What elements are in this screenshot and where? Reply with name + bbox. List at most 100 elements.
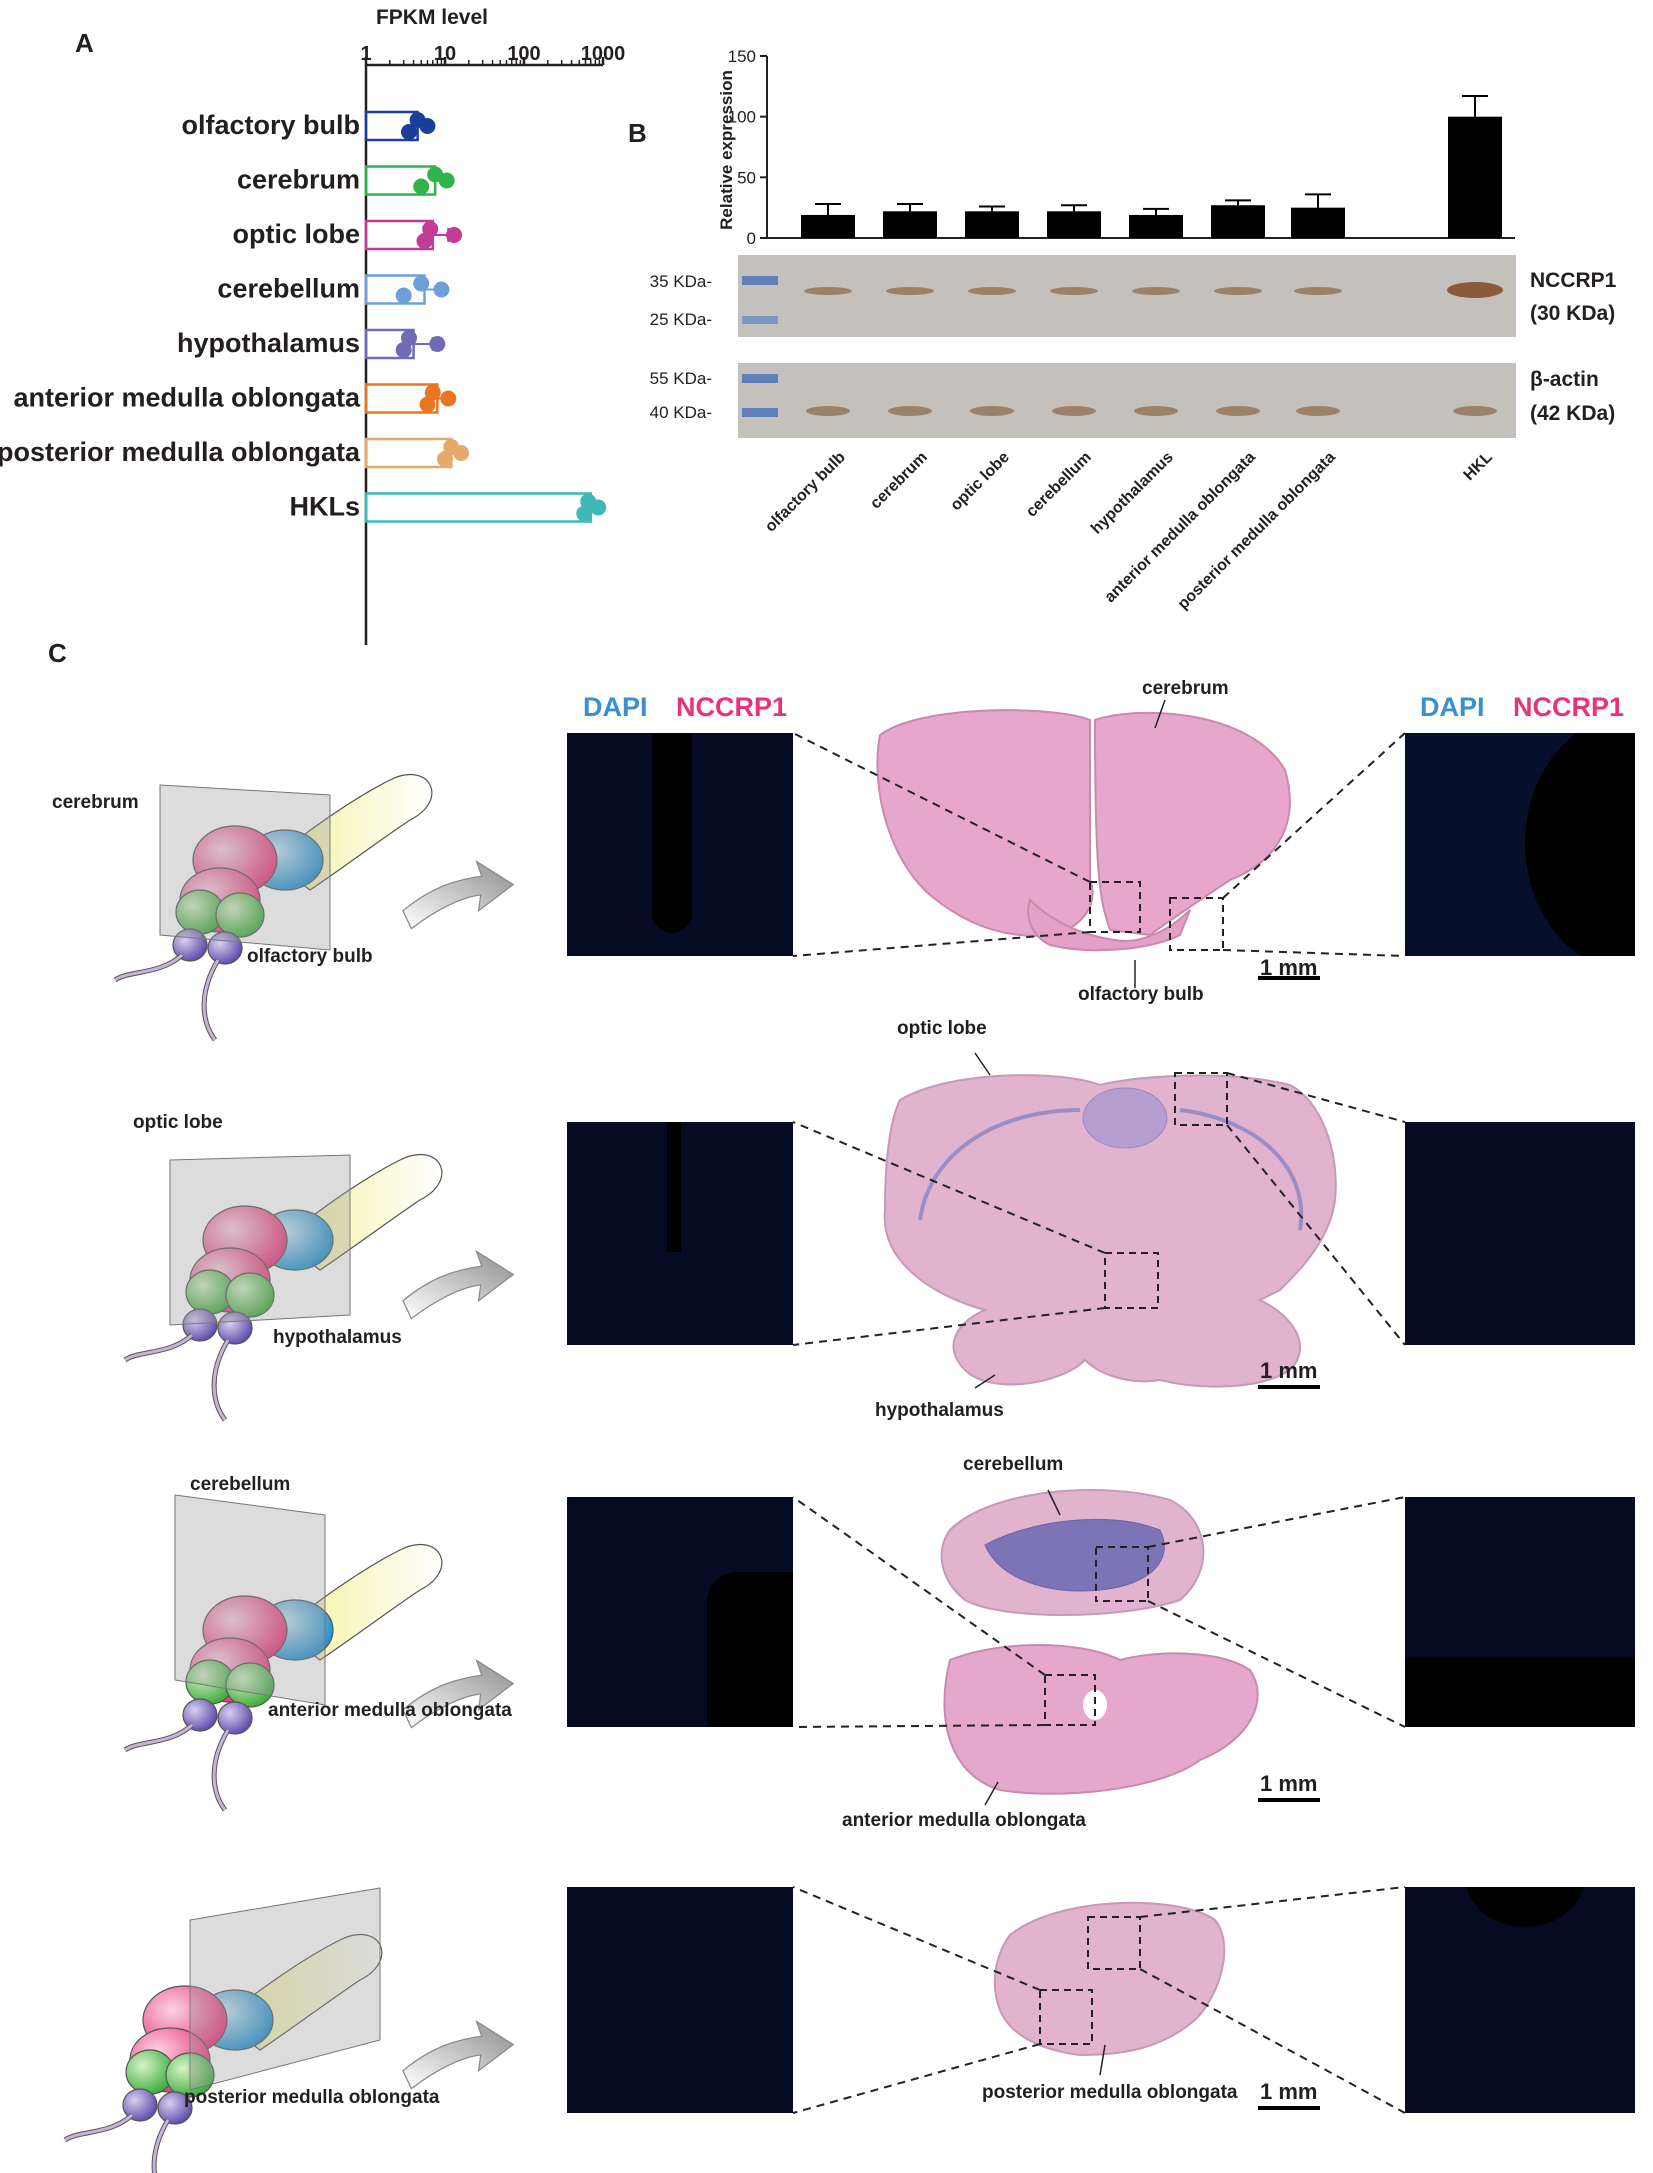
nccrp1-band (804, 287, 852, 295)
nccrp1-blot-membrane (738, 255, 1516, 337)
section-label-cerebrum: cerebrum (1142, 678, 1229, 699)
nccrp1-bands (804, 282, 1503, 298)
section-label-hypothalamus: hypothalamus (875, 1400, 1004, 1421)
rel-tick-label: 0 (747, 229, 756, 248)
fpkm-data-point (576, 505, 593, 522)
fpkm-category-label: cerebellum (217, 274, 360, 304)
fpkm-data-point (419, 118, 436, 134)
section-row-2 (792, 1052, 1406, 1389)
nccrp1-band (1294, 287, 1342, 295)
beta-actin-band (1453, 406, 1497, 416)
arrow-row-4 (402, 2020, 514, 2090)
beta-actin-band (1052, 406, 1096, 416)
beta-actin-blot-label: β-actin (1530, 368, 1599, 391)
fpkm-category-label: posterior medulla oblongata (0, 437, 361, 467)
marker-40kda: 40 KDa- (650, 403, 712, 422)
diagram-label-optic-lobe: optic lobe (133, 1112, 223, 1133)
marker-25kda: 25 KDa- (650, 310, 712, 329)
fpkm-bar-group-hkls (364, 492, 607, 523)
fpkm-bar-group-posterior-medulla-oblongata (364, 437, 470, 469)
beta-actin-band (970, 406, 1014, 416)
fpkm-data-point (400, 330, 417, 346)
stain-dapi-right: DAPI (1420, 692, 1485, 722)
rel-tick-label: 150 (728, 47, 756, 66)
fpkm-data-point (590, 499, 607, 516)
scale-bar-label-row-2: 1 mm (1260, 1358, 1318, 1383)
beta-actin-bands (806, 406, 1497, 416)
section-label-olfactory-bulb: olfactory bulb (1078, 984, 1204, 1005)
fpkm-data-point (413, 275, 430, 292)
section-label-anterior-medulla: anterior medulla oblongata (842, 1810, 1086, 1831)
fluor-right-row-4 (1405, 1887, 1635, 2113)
brain-diagram-row-1 (115, 775, 432, 1040)
fpkm-data-point (429, 336, 446, 352)
fpkm-data-point (446, 227, 463, 243)
fpkm-data-point (400, 124, 417, 140)
section-row-3 (792, 1489, 1406, 1806)
fpkm-category-label: hypothalamus (177, 328, 360, 358)
relative-expression-axis: 150 100 50 0 (728, 47, 1515, 248)
fluor-left-row-3 (567, 1497, 793, 1727)
arrow-row-2 (402, 1250, 514, 1320)
section-row-1 (792, 699, 1406, 988)
fpkm-bar-group-hypothalamus (364, 328, 446, 360)
beta-actin-band (1134, 406, 1178, 416)
relative-expression-ylabel: Relative expression (717, 70, 736, 230)
fpkm-bar-group-anterior-medulla-oblongata (364, 383, 457, 414)
rel-bar-cerebrum (883, 211, 937, 238)
beta-actin-kda-label: (42 KDa) (1530, 402, 1615, 425)
fpkm-category-label: cerebrum (237, 165, 360, 195)
rel-bar-posterior-medulla-oblongata (1291, 207, 1345, 238)
panel-b-label: B (628, 118, 647, 148)
nccrp1-band (1447, 282, 1503, 298)
section-row-4 (792, 1886, 1406, 2114)
fpkm-bar-group-olfactory-bulb (364, 110, 436, 142)
fpkm-data-point (437, 451, 453, 467)
fluor-right-row-1 (1405, 733, 1635, 956)
fpkm-bar-group-cerebrum (364, 165, 455, 196)
stain-nccrp1-left: NCCRP1 (676, 692, 788, 722)
rel-tick-label: 50 (737, 168, 756, 187)
nccrp1-band (968, 287, 1016, 295)
beta-actin-band (1296, 406, 1340, 416)
brain-diagram-row-2 (125, 1155, 442, 1420)
nccrp1-band (1214, 287, 1262, 295)
diagram-label-olfactory-bulb: olfactory bulb (247, 946, 373, 967)
beta-actin-band (1216, 406, 1260, 416)
fluor-left-row-1 (567, 733, 793, 956)
arrow-row-1 (402, 860, 514, 930)
rel-bar-anterior-medulla-oblongata (1211, 205, 1265, 238)
fpkm-tick-label: 1000 (581, 43, 626, 65)
fpkm-bar-group-optic-lobe (364, 219, 463, 251)
fpkm-data-point (395, 287, 412, 304)
section-label-posterior-medulla: posterior medulla oblongata (982, 2082, 1238, 2103)
nccrp1-kda-label: (30 KDa) (1530, 302, 1615, 325)
fpkm-tick-label: 100 (507, 43, 540, 65)
fpkm-data-point (422, 221, 439, 237)
diagram-label-anterior-medulla: anterior medulla oblongata (268, 1700, 512, 1721)
beta-actin-band (888, 406, 932, 416)
rel-tick-label: 100 (728, 108, 756, 127)
marker-35kda: 35 KDa- (650, 272, 712, 291)
nccrp1-band (886, 287, 934, 295)
rel-bar-optic-lobe (965, 211, 1019, 238)
fpkm-data-point (413, 178, 430, 195)
stain-dapi-left: DAPI (583, 692, 648, 722)
brain-diagram-row-4 (65, 1887, 382, 2173)
stain-nccrp1-right: NCCRP1 (1513, 692, 1625, 722)
rel-bar-olfactory-bulb (801, 214, 855, 238)
fpkm-category-label: olfactory bulb (181, 110, 360, 140)
fpkm-data-point (424, 384, 441, 401)
fpkm-category-label: HKLs (289, 492, 360, 522)
ladder-lane-1 (742, 276, 778, 324)
fpkm-data-point (440, 390, 457, 407)
fluor-left-row-4 (567, 1887, 793, 2113)
fpkm-tick-label: 10 (434, 43, 456, 65)
nccrp1-band (1050, 287, 1098, 295)
diagram-label-cerebellum: cerebellum (190, 1474, 291, 1495)
diagram-label-posterior-medulla: posterior medulla oblongata (184, 2087, 440, 2108)
scale-bar-label-row-4: 1 mm (1260, 2079, 1318, 2104)
